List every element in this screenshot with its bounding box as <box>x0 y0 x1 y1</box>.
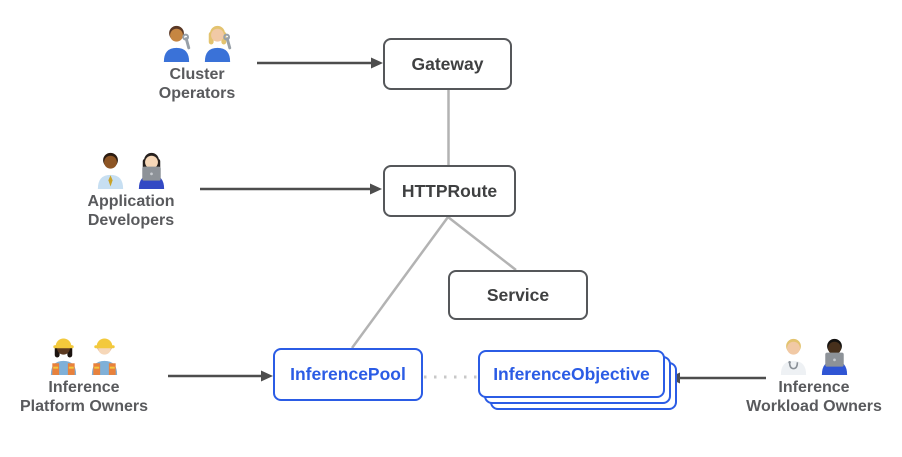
node-label: Service <box>486 284 550 305</box>
man-technologist-icon <box>817 336 852 375</box>
application-developers-icons <box>93 149 169 189</box>
edge-httproute-inferencepool <box>350 216 450 349</box>
actor-inference-workload-owners: Inference Workload Owners <box>724 335 902 416</box>
woman-construction-worker-icon <box>46 336 81 375</box>
actor-inference-platform-owners: Inference Platform Owners <box>0 335 174 416</box>
arrow-platform-owners-to-inferencepool <box>168 370 273 382</box>
man-construction-worker-icon <box>87 336 122 375</box>
node-label: InferenceObjective <box>493 363 650 384</box>
woman-mechanic-icon <box>200 23 235 62</box>
node-inferenceobjective: InferenceObjective <box>478 350 665 398</box>
arrow-application-developers-to-httproute <box>200 183 382 195</box>
node-label: Gateway <box>411 53 484 74</box>
actor-label: Inference Workload Owners <box>746 379 882 415</box>
actor-application-developers: Application Developers <box>41 149 221 230</box>
node-inferencepool: InferencePool <box>273 348 423 401</box>
edge-httproute-service <box>447 216 517 271</box>
node-label: InferencePool <box>290 364 406 384</box>
inference-workload-owners-icons <box>776 335 852 375</box>
actor-label: Application Developers <box>87 193 175 229</box>
actor-label: Cluster Operators <box>158 66 236 102</box>
node-service: Service <box>448 270 588 320</box>
node-gateway: Gateway <box>383 38 512 90</box>
actor-label: Inference Platform Owners <box>19 379 149 415</box>
inference-platform-owners-icons <box>46 335 122 375</box>
man-mechanic-icon <box>159 23 194 62</box>
actor-cluster-operators: Cluster Operators <box>107 22 287 103</box>
man-office-worker-icon <box>93 150 128 189</box>
woman-technologist-icon <box>134 150 169 189</box>
node-label: HTTPRoute <box>401 180 498 201</box>
cluster-operators-icons <box>159 22 235 62</box>
arrow-cluster-operators-to-gateway <box>257 57 383 69</box>
health-worker-icon <box>776 336 811 375</box>
node-httproute: HTTPRoute <box>383 165 516 217</box>
